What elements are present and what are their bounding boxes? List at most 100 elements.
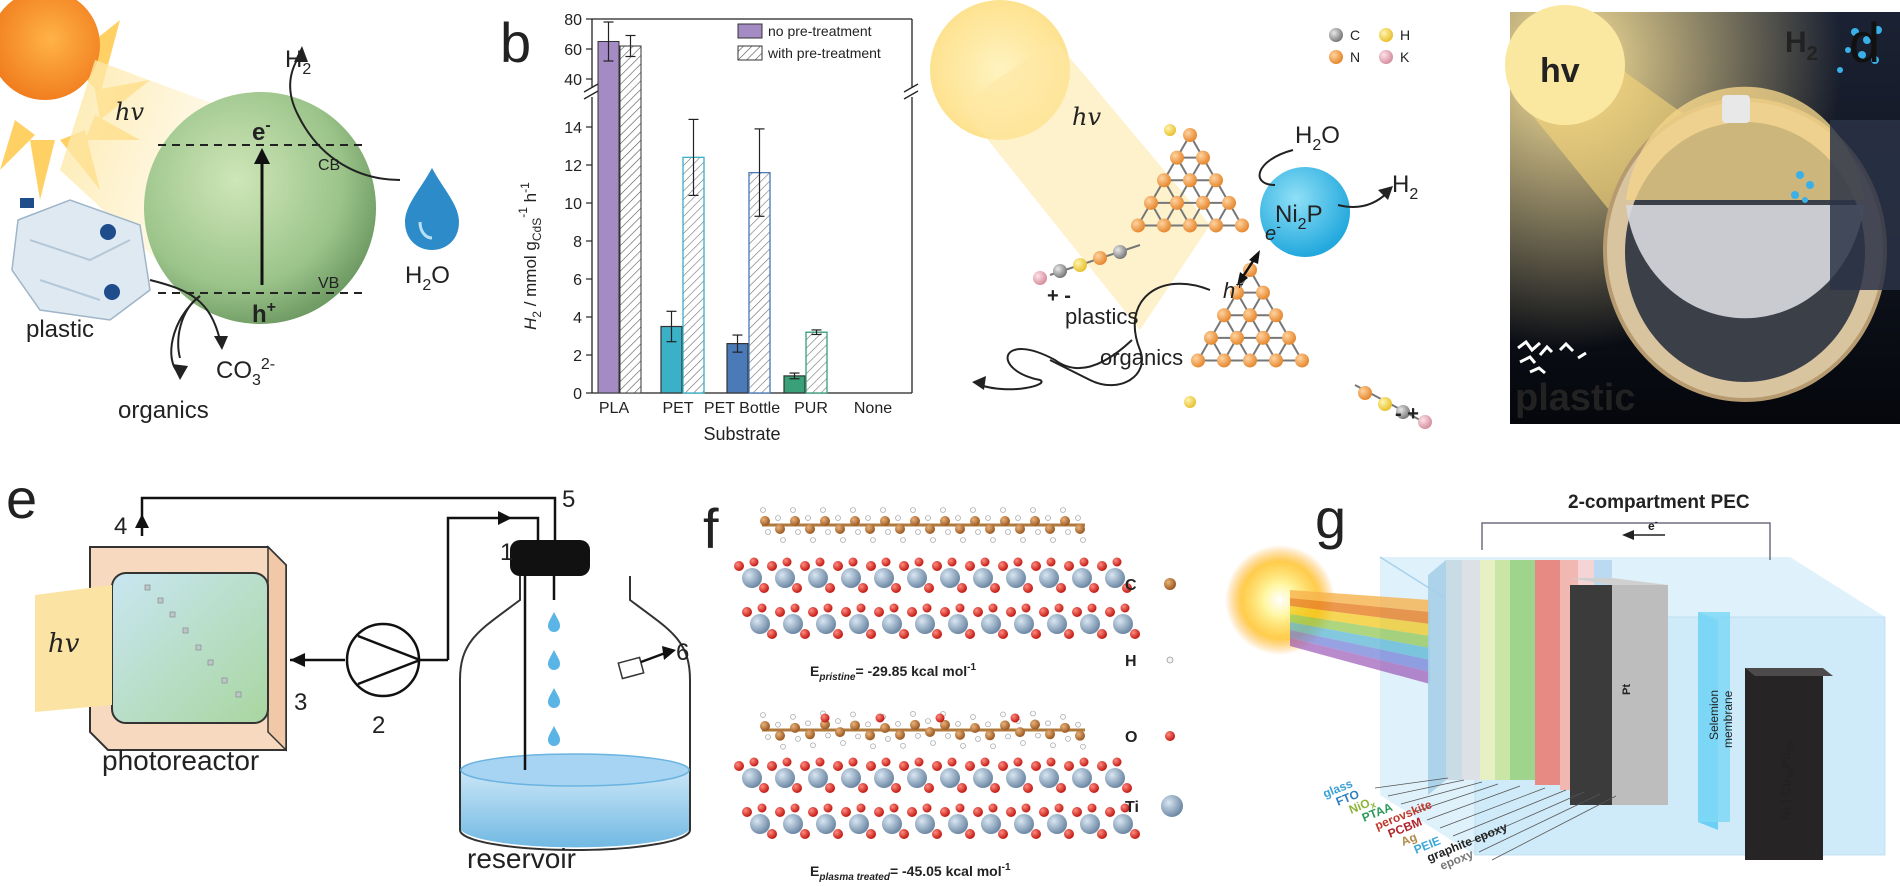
axis-break-mark xyxy=(583,90,599,100)
plastics-label-c: plastics xyxy=(1065,304,1138,329)
o-atom xyxy=(889,803,899,813)
pump-icon xyxy=(345,622,421,698)
o-atom xyxy=(899,561,909,571)
hv-label-c: hv xyxy=(1072,103,1101,131)
c-atom xyxy=(955,524,965,534)
o-atom xyxy=(907,807,917,817)
ti-atom xyxy=(783,814,803,834)
h-atom xyxy=(775,515,781,521)
h-atom xyxy=(960,537,966,543)
atom-n xyxy=(1196,195,1210,210)
panel-f: f Epristine= -29.85 kcal mol-1 Eplasma t… xyxy=(703,497,1183,883)
reservoir-label: reservoir xyxy=(467,843,576,874)
o-atom xyxy=(820,713,830,723)
cathode-label: Ni | Cu30Pd70 xyxy=(1778,742,1796,820)
legend-f-o: O xyxy=(1125,729,1137,746)
atom-n xyxy=(1196,150,1210,165)
o-atom xyxy=(899,829,909,839)
layer-leader-line xyxy=(1491,795,1617,861)
reactor-liquid xyxy=(1626,205,1864,319)
o-atom xyxy=(998,761,1008,771)
chain-atom xyxy=(1073,258,1087,272)
terminal-atom xyxy=(1164,124,1176,136)
atom-n xyxy=(1230,330,1244,345)
y-tick-label: 10 xyxy=(564,196,582,213)
c-atom xyxy=(835,727,845,738)
o-atom xyxy=(990,583,1000,593)
o-atom xyxy=(940,807,950,817)
y-tick-label: 80 xyxy=(564,12,582,29)
o-atom xyxy=(1130,829,1140,839)
ti-atom xyxy=(1113,614,1133,634)
h2-label-c: H2 xyxy=(1392,171,1418,203)
o-atom xyxy=(957,783,967,793)
o-atom xyxy=(940,607,950,617)
x-axis-label: Substrate xyxy=(703,424,780,444)
legend-f-ti: Ti xyxy=(1125,799,1139,816)
o-atom xyxy=(815,757,825,767)
h-atom xyxy=(960,743,966,749)
ti-atom xyxy=(750,614,770,634)
o-atom xyxy=(1046,557,1056,567)
h2-label-a: H2 xyxy=(285,46,311,78)
ti-atom xyxy=(915,614,935,634)
c-atom xyxy=(1045,524,1055,534)
o-atom xyxy=(980,557,990,567)
o-atom xyxy=(1031,761,1041,771)
legend-label-c: C xyxy=(1350,27,1360,43)
h-atom xyxy=(790,507,796,513)
y-tick-label: 60 xyxy=(564,42,582,59)
h-atom xyxy=(765,529,771,535)
ti-atom xyxy=(775,568,795,588)
ti-atom xyxy=(1072,768,1092,788)
h-atom xyxy=(1015,515,1021,521)
ti-atom xyxy=(907,568,927,588)
h-atom xyxy=(885,529,891,535)
c-atom xyxy=(865,730,875,741)
cathode-plate xyxy=(1745,668,1823,860)
o-atom xyxy=(792,783,802,793)
o-atom xyxy=(922,603,932,613)
h-atom xyxy=(775,721,781,728)
o-atom xyxy=(833,829,843,839)
atom-n xyxy=(1269,308,1283,323)
o-atom xyxy=(1056,783,1066,793)
h-atom xyxy=(915,529,921,535)
h-atom xyxy=(835,515,841,521)
h-atom xyxy=(900,743,906,749)
c-atom xyxy=(805,729,815,740)
o-atom xyxy=(891,583,901,593)
c-atom xyxy=(775,524,785,534)
o-atom xyxy=(858,583,868,593)
c-atom xyxy=(775,730,785,741)
legend-atom-n xyxy=(1329,50,1343,64)
o-atom xyxy=(1023,783,1033,793)
atom-n xyxy=(1235,218,1249,233)
atom-n xyxy=(1217,308,1231,323)
c-atom xyxy=(970,722,980,733)
h-atom xyxy=(825,732,831,739)
atom-n xyxy=(1295,353,1309,368)
c-atom xyxy=(880,722,890,733)
o-atom xyxy=(782,557,792,567)
photoreactor xyxy=(89,545,287,752)
h-atom xyxy=(930,740,936,746)
o-atom xyxy=(841,607,851,617)
o-atom xyxy=(759,783,769,793)
chain-atom xyxy=(1033,271,1047,285)
cb-label: CB xyxy=(318,157,340,174)
ti-atom xyxy=(981,614,1001,634)
organics-label-c: organics xyxy=(1100,345,1183,370)
o-atom xyxy=(790,603,800,613)
hole-label-a: h+ xyxy=(252,299,276,328)
h-atom xyxy=(1005,733,1011,740)
o-atom xyxy=(955,803,965,813)
c-atom xyxy=(1075,524,1085,534)
o-atom xyxy=(767,761,777,771)
ti-atom xyxy=(1047,614,1067,634)
o-atom xyxy=(998,829,1008,839)
panel-letter-f: f xyxy=(703,497,719,560)
h-atom xyxy=(885,736,891,742)
o-atom xyxy=(1097,561,1107,571)
